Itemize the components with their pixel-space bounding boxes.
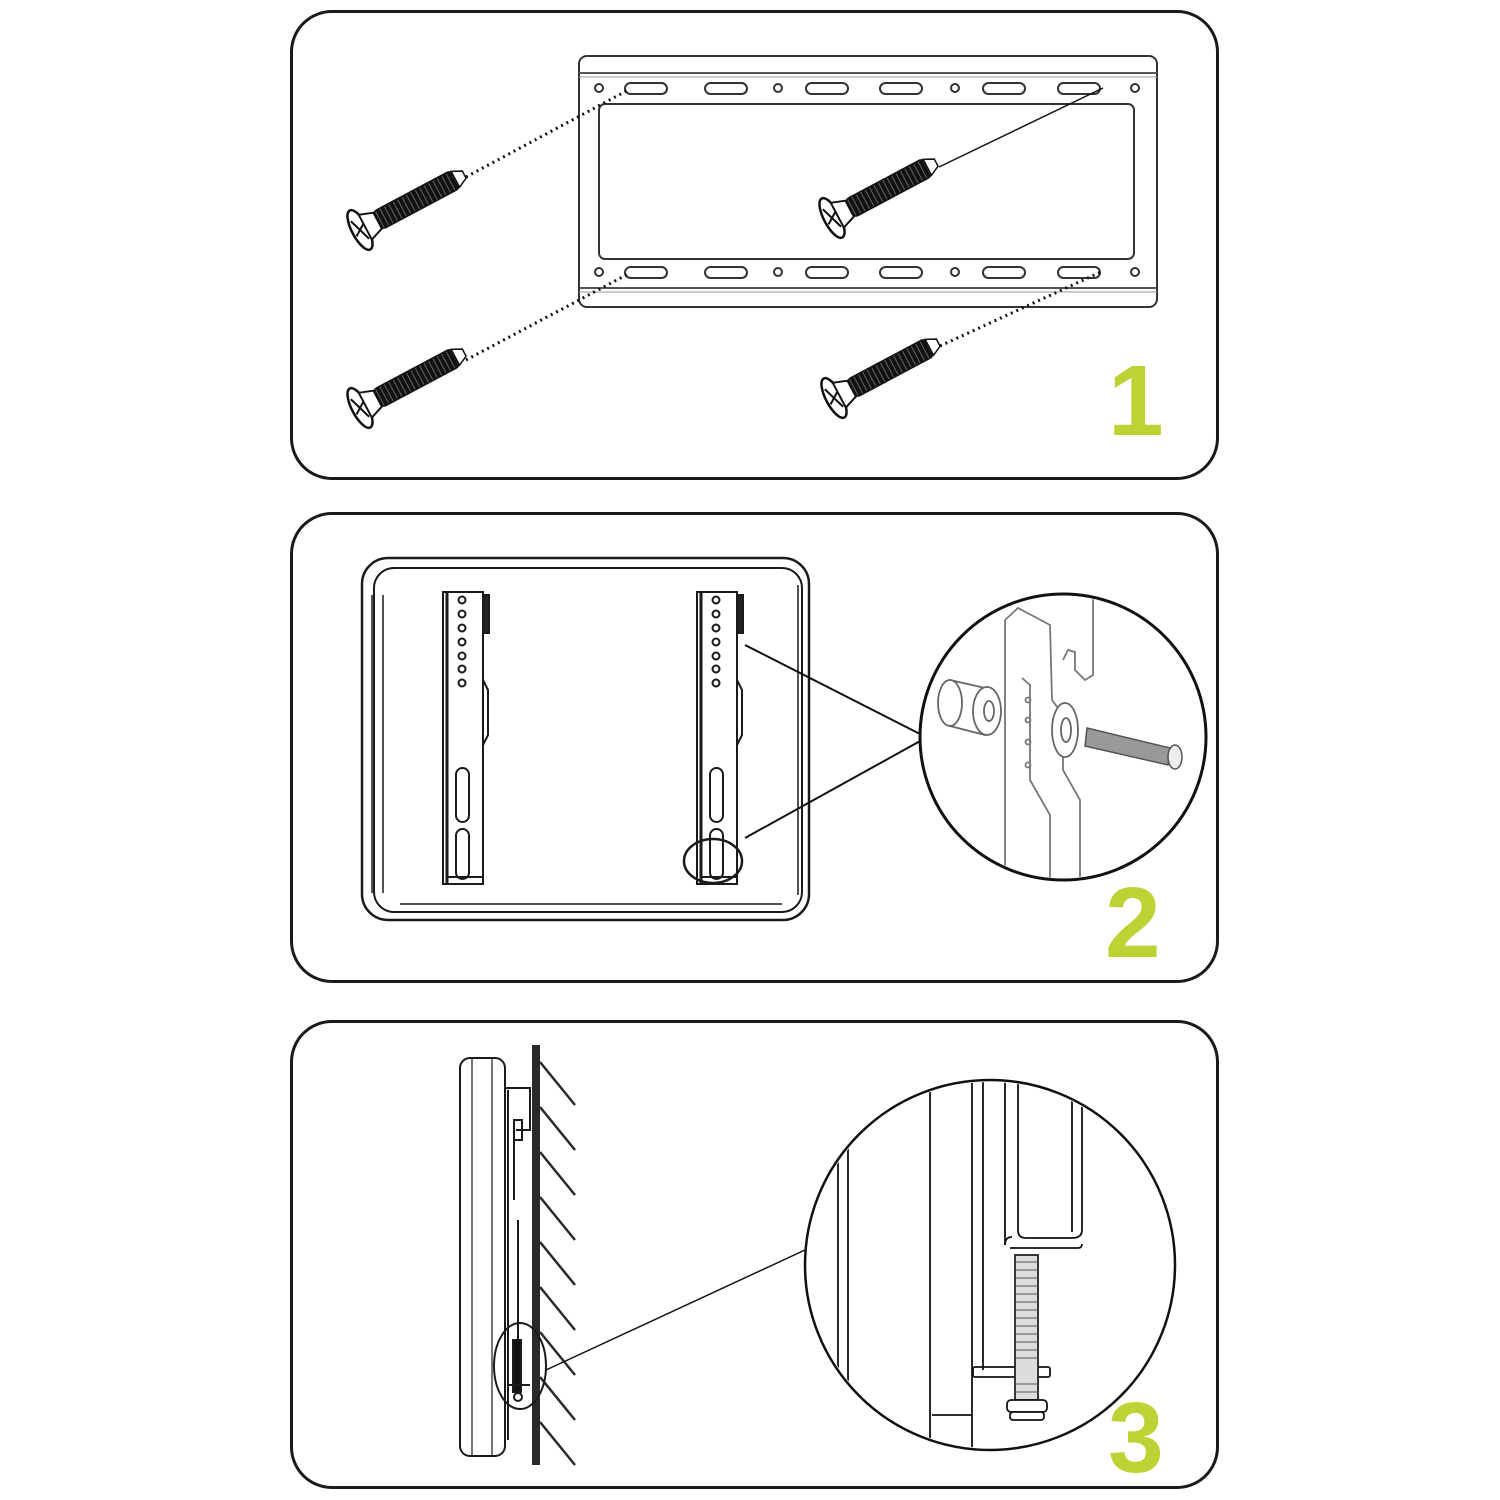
step-3-panel: 3 [290,1020,1219,1489]
step-1-panel: 1 [290,10,1219,480]
step-number-3: 3 [1108,1382,1164,1494]
step-number-1: 1 [1108,345,1164,457]
step-number-2: 2 [1105,867,1161,979]
step-2-panel: 2 [290,512,1219,983]
